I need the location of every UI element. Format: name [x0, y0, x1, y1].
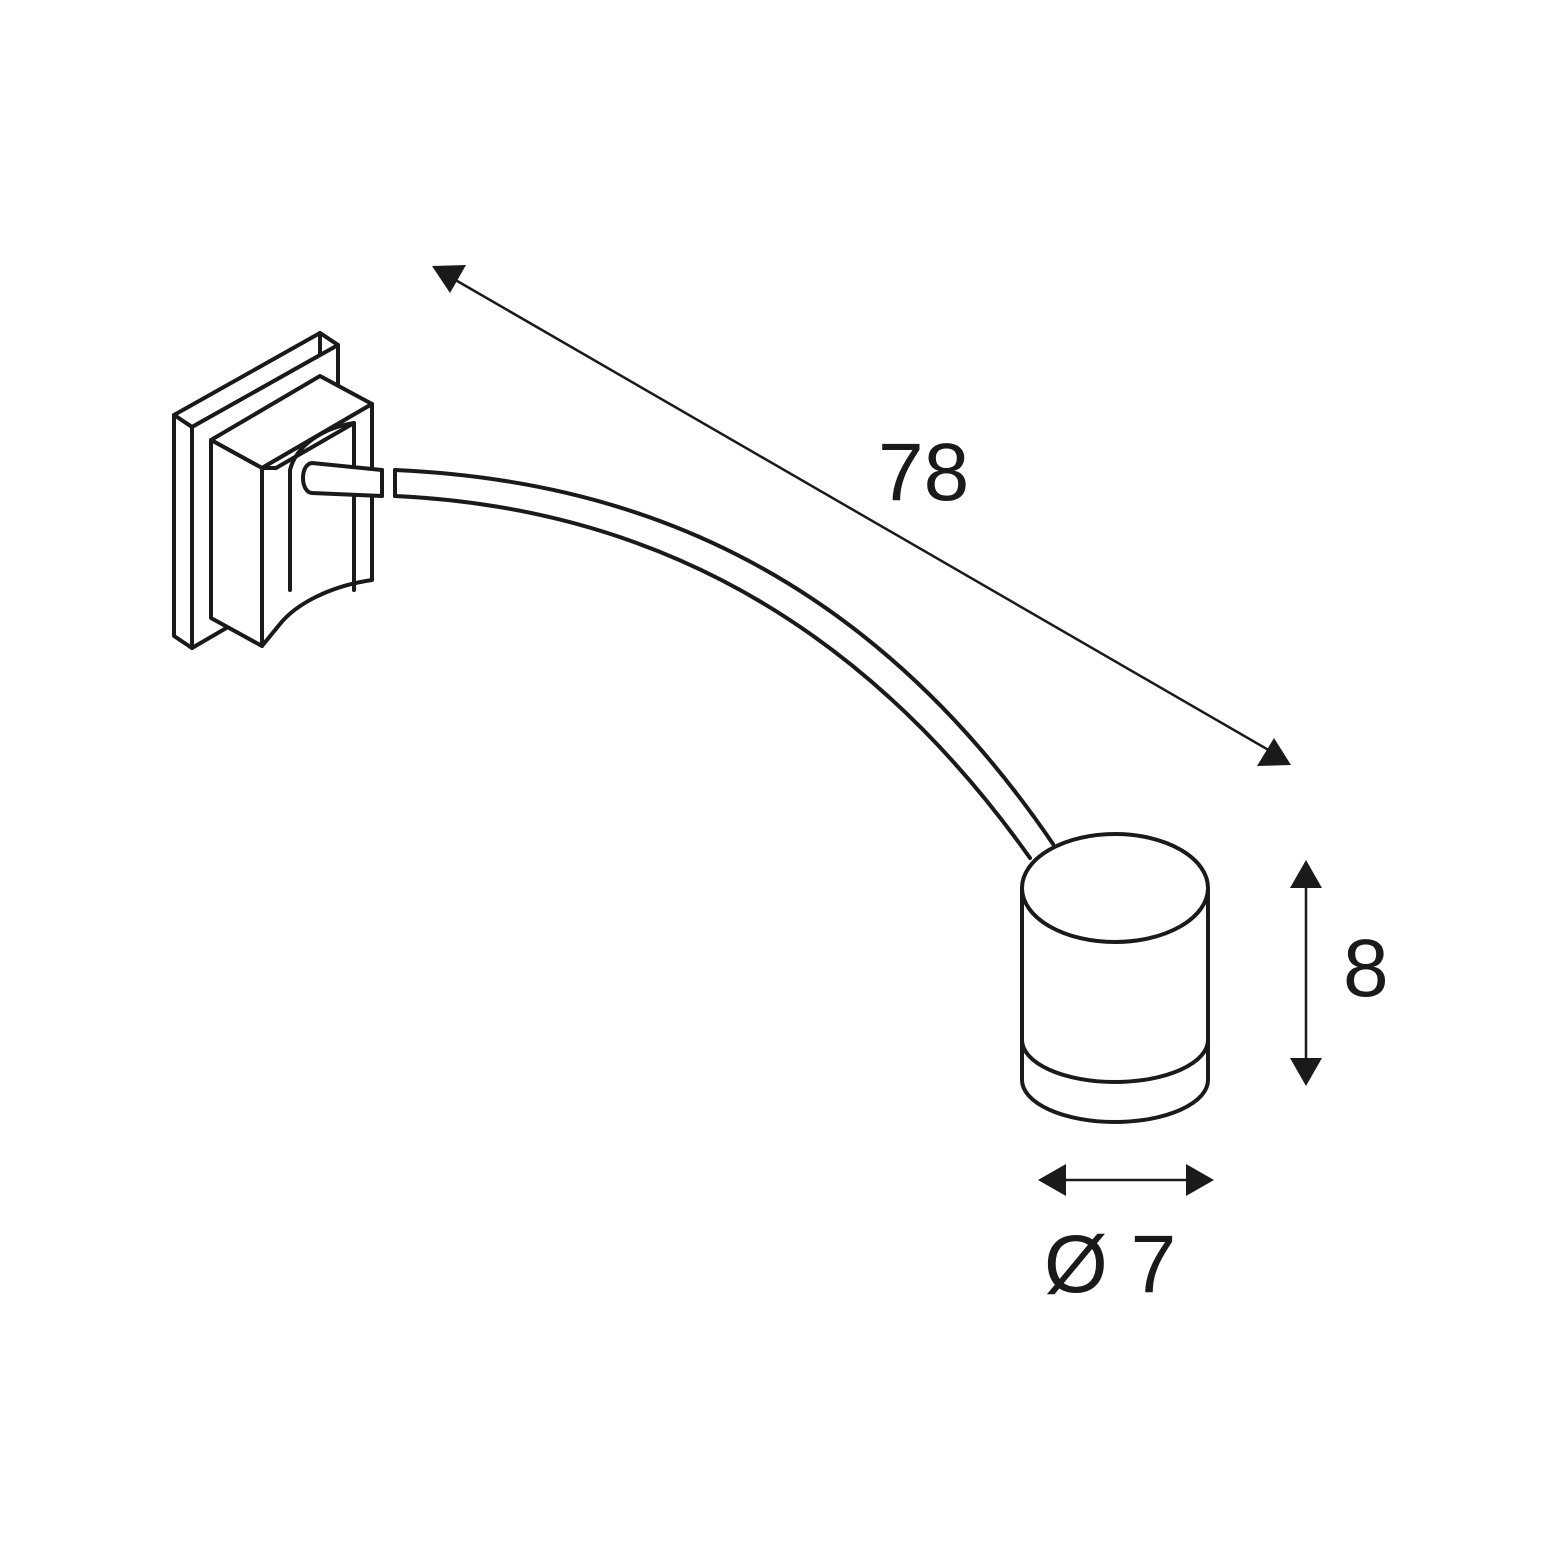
flexible-arm: [393, 468, 1055, 860]
lamp-head: [1020, 832, 1210, 1124]
arrowhead-left: [432, 265, 466, 293]
arm-connector: [301, 461, 397, 498]
dimension-head-height: 8: [1290, 860, 1389, 1086]
arrowhead-right: [1186, 1164, 1214, 1196]
head-diameter-label: Ø 7: [1044, 1219, 1176, 1310]
arrowhead-top: [1290, 860, 1322, 888]
arm-length-label: 78: [878, 427, 969, 518]
arrowhead-bottom: [1290, 1058, 1322, 1086]
arrowhead-left: [1038, 1164, 1066, 1196]
dimension-arm-length: 78: [432, 265, 1291, 766]
dimension-head-diameter: Ø 7: [1038, 1164, 1214, 1310]
arrowhead-right: [1257, 738, 1291, 766]
head-height-label: 8: [1343, 923, 1389, 1014]
